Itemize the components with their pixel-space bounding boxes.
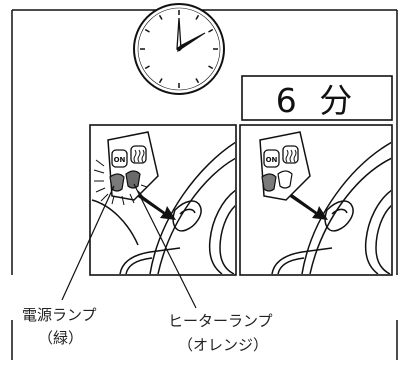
heater-wave-icon [285, 149, 297, 163]
power-lamp-lit [109, 173, 125, 192]
heater-wave-icon [133, 149, 145, 163]
left-panel: ON [89, 124, 237, 276]
duration-label: 6 分 [275, 81, 359, 120]
lamp-glow-rays [93, 159, 148, 206]
on-button-right [263, 149, 280, 168]
power-lamp-callout [61, 185, 115, 301]
on-button-right-label: ON [266, 156, 278, 164]
right-panel: ON [239, 124, 393, 276]
heater-lamp-callout [133, 183, 197, 309]
duration-box [241, 75, 393, 121]
power-lamp-label: 電源ランプ [22, 306, 97, 324]
heater-lamp-lit [125, 170, 141, 189]
on-button-left-label: ON [114, 156, 126, 164]
connector-arrow-right [290, 194, 328, 220]
clock-icon [133, 3, 225, 95]
power-lamp-lit-right [261, 173, 277, 192]
heater-lamp-label: ヒーターランプ [168, 312, 273, 330]
heater-lamp-off [277, 170, 293, 189]
connector-arrow-left [138, 194, 176, 220]
heater-lamp-color-label: （オレンジ） [178, 336, 269, 354]
on-button-left [111, 149, 128, 168]
power-lamp-color-label: （緑） [38, 329, 84, 347]
